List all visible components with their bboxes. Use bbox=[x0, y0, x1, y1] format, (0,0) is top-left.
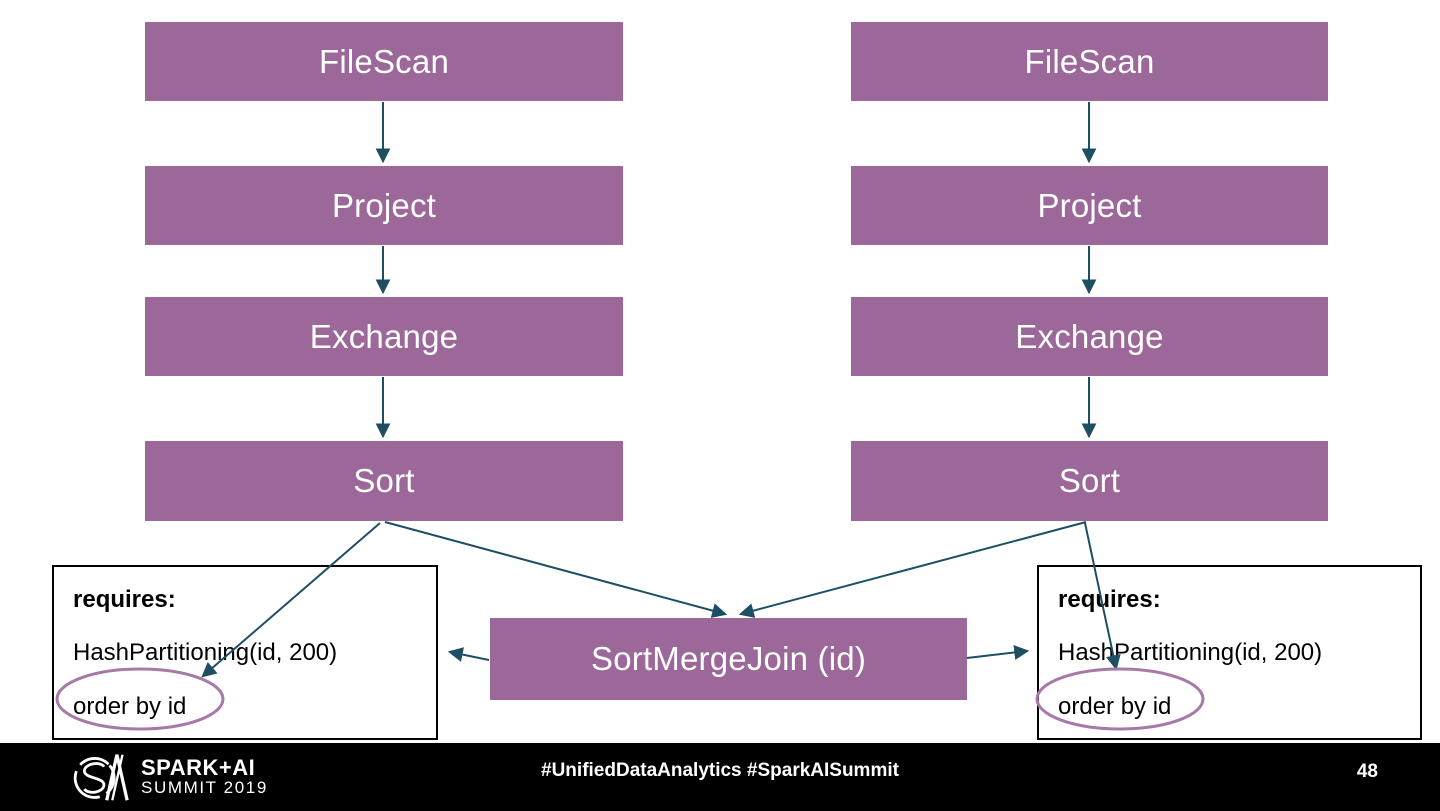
footer-hashtags: #UnifiedDataAnalytics #SparkAISummit bbox=[541, 760, 899, 781]
arrow-join-to-requires-left bbox=[447, 647, 490, 662]
spark-ai-monogram-icon bbox=[73, 754, 129, 801]
logo-line1: SPARK+AI bbox=[141, 755, 256, 781]
annotation-requires-left: requires: HashPartitioning(id, 200) orde… bbox=[52, 565, 438, 740]
spark-ai-summit-logo: SPARK+AI SUMMIT 2019 bbox=[72, 751, 268, 803]
annotation-title: requires: bbox=[1058, 586, 1161, 613]
page-number: 48 bbox=[1356, 761, 1378, 782]
annotation-requires-right: requires: HashPartitioning(id, 200) orde… bbox=[1037, 565, 1422, 740]
node-filescan-left: FileScan bbox=[145, 22, 623, 101]
logo-line2: SUMMIT 2019 bbox=[141, 778, 268, 798]
annotation-order-by: order by id bbox=[1058, 692, 1172, 720]
arrow-sort-right-to-join bbox=[738, 521, 1087, 618]
node-project-left: Project bbox=[145, 166, 623, 245]
footer-bar: SPARK+AI SUMMIT 2019 #UnifiedDataAnalyti… bbox=[0, 743, 1440, 811]
arrow-join-to-requires-right bbox=[966, 645, 1030, 660]
annotation-hash-partitioning: HashPartitioning(id, 200) bbox=[73, 639, 338, 667]
node-sort-left: Sort bbox=[145, 441, 623, 521]
node-exchange-left: Exchange bbox=[145, 297, 623, 376]
annotation-hash-partitioning: HashPartitioning(id, 200) bbox=[1058, 639, 1323, 667]
node-sortmergejoin: SortMergeJoin (id) bbox=[490, 618, 967, 700]
node-exchange-right: Exchange bbox=[851, 297, 1328, 376]
node-project-right: Project bbox=[851, 166, 1328, 245]
annotation-order-by: order by id bbox=[73, 692, 187, 720]
node-filescan-right: FileScan bbox=[851, 22, 1328, 101]
node-sort-right: Sort bbox=[851, 441, 1328, 521]
logo-text: SPARK+AI SUMMIT 2019 bbox=[141, 756, 268, 798]
annotation-title: requires: bbox=[73, 586, 176, 613]
